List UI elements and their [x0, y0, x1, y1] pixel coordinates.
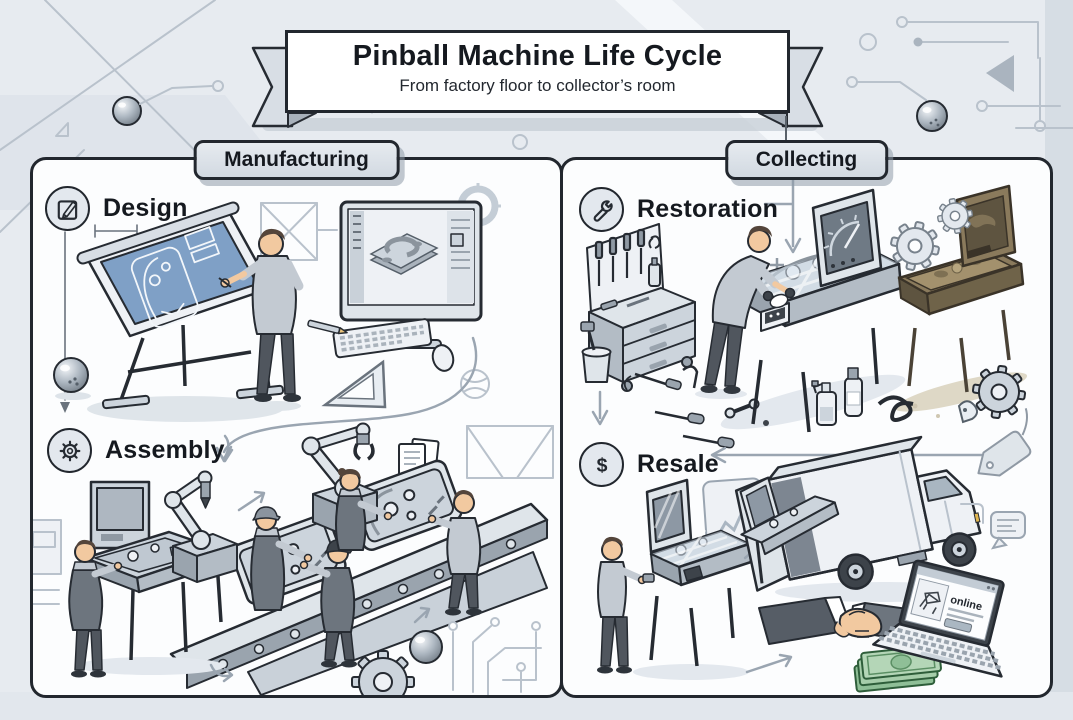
conveyor-flow-arrow-2 [413, 606, 431, 624]
bucket-with-brush [580, 321, 612, 383]
pinball-sphere-decoration [112, 96, 142, 126]
cad-monitor [339, 200, 483, 349]
drafting-board [76, 201, 273, 338]
assembly-illustration [33, 422, 554, 695]
assembly-worker-woman [335, 468, 393, 551]
manufacturing-scene [33, 183, 554, 695]
manufacturing-panel: Manufacturing [30, 140, 563, 698]
design-to-assembly-arrow [222, 336, 478, 454]
dollar-glyph: $ [596, 454, 607, 476]
designer-person [218, 228, 304, 411]
laptop: online [872, 559, 1005, 678]
gear-icon [47, 428, 92, 473]
bottle-on-board [648, 263, 661, 287]
chat-bubble-outline [960, 503, 984, 524]
power-cable [877, 395, 914, 422]
restorer-person [695, 225, 796, 399]
cad-3d-playfield [369, 233, 439, 275]
blueprint-parts-table [184, 226, 220, 264]
collecting-header: Collecting [724, 140, 889, 180]
gear-decoration-bottom [968, 361, 1030, 423]
tool-pegboard [586, 223, 664, 313]
collector-person [597, 536, 655, 674]
robot-arm-small [164, 470, 238, 583]
pencil-square-icon [45, 186, 90, 231]
circuit-traces-bottom [448, 617, 542, 695]
circuit-traces-top-right [846, 16, 1073, 132]
deco-triangle-outline [55, 122, 69, 137]
pencil [307, 319, 348, 335]
manufacturing-header-label: Manufacturing [224, 148, 369, 171]
page-title: Pinball Machine Life Cycle [352, 40, 723, 72]
deco-ring-ticks [455, 183, 501, 229]
design-pinball-sphere [53, 357, 91, 400]
deco-circuit-ball [460, 369, 490, 399]
pliers [648, 235, 661, 249]
price-tag [977, 408, 1032, 477]
restoration-section-label: Restoration [579, 187, 778, 232]
collecting-scene: online [580, 160, 1032, 693]
worn-pinball-machine [897, 184, 1025, 393]
flow-arrow-curved [209, 663, 234, 683]
cleaning-supplies [811, 367, 914, 426]
delivery-truck [734, 435, 982, 592]
ribbon-fold-left [287, 112, 317, 128]
wrench-icon [579, 187, 624, 232]
chat-bubble [990, 511, 1026, 550]
assembly-worker-left [68, 539, 123, 678]
tag-doodle [957, 400, 978, 424]
dollar-icon: $ [579, 442, 624, 487]
resale-section-label: $ Resale [579, 442, 719, 487]
design-label: Design [103, 194, 188, 222]
set-square-ruler [321, 359, 387, 409]
flow-arrow-up-right [745, 653, 793, 674]
restoration-label: Restoration [637, 195, 779, 223]
assembly-worker-right [427, 490, 482, 616]
polishing-cloth [769, 293, 789, 309]
resale-label: Resale [637, 450, 719, 478]
page-subtitle: From factory floor to collector’s room [399, 76, 676, 95]
assembly-worker-capped [250, 506, 313, 611]
keyboard [332, 318, 433, 359]
paper-roller [78, 203, 238, 263]
pinball-machine-in-truck [739, 476, 840, 584]
pinball-sphere-decoration-2 [916, 100, 948, 132]
collecting-header-label: Collecting [755, 148, 858, 171]
assembly-pinball-sphere [409, 630, 443, 664]
restoration-to-resale-arrow [591, 390, 609, 426]
truck-windshield [923, 475, 963, 502]
assembly-section-label: Assembly [47, 428, 225, 473]
restoration-illustration [580, 160, 1030, 449]
manufacturing-header: Manufacturing [193, 140, 400, 180]
listing-photo [910, 578, 950, 622]
blueprint-playfield-drawing [130, 246, 199, 328]
design-illustration [53, 183, 501, 463]
assembly-worker-front [299, 539, 357, 668]
conveyor-flow-arrow [237, 490, 266, 512]
title-banner: Pinball Machine Life Cycle From factory … [285, 30, 790, 113]
assembly-label-arrow [216, 434, 234, 463]
hand-tools [623, 365, 769, 449]
assembly-label: Assembly [105, 436, 225, 464]
handshake [758, 596, 916, 645]
worker-cap [252, 506, 281, 521]
collecting-panel: Collecting [560, 140, 1053, 698]
resale-illustration: online [597, 408, 1032, 693]
factory-wall-decoration [33, 425, 554, 605]
mouse [431, 344, 455, 372]
design-section-label: Design [45, 186, 188, 231]
